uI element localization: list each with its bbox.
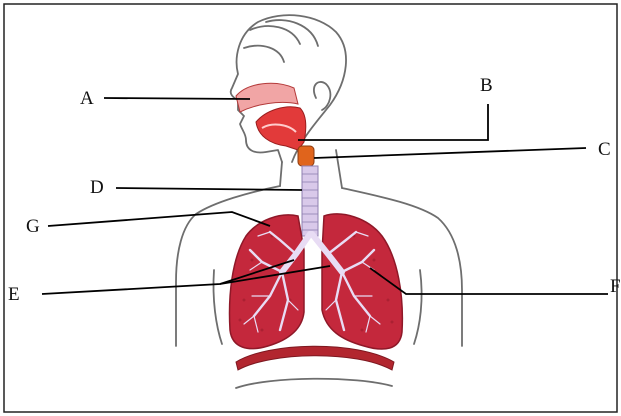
label-f: F (610, 276, 621, 297)
body-outline (176, 15, 462, 388)
label-c: C (598, 139, 611, 160)
larynx (298, 146, 314, 166)
leader-line-a (104, 98, 250, 99)
pharynx (256, 107, 306, 150)
label-g: G (26, 216, 40, 237)
leader-line-d (116, 188, 302, 190)
leader-line-c (314, 148, 586, 158)
label-b: B (480, 75, 493, 96)
label-a: A (80, 88, 94, 109)
left-lung (230, 215, 304, 349)
leader-line-f (370, 268, 608, 294)
label-d: D (90, 177, 104, 198)
leader-line-g (48, 212, 270, 226)
diaphragm (236, 346, 394, 370)
label-e: E (8, 284, 20, 305)
trachea (302, 166, 318, 236)
